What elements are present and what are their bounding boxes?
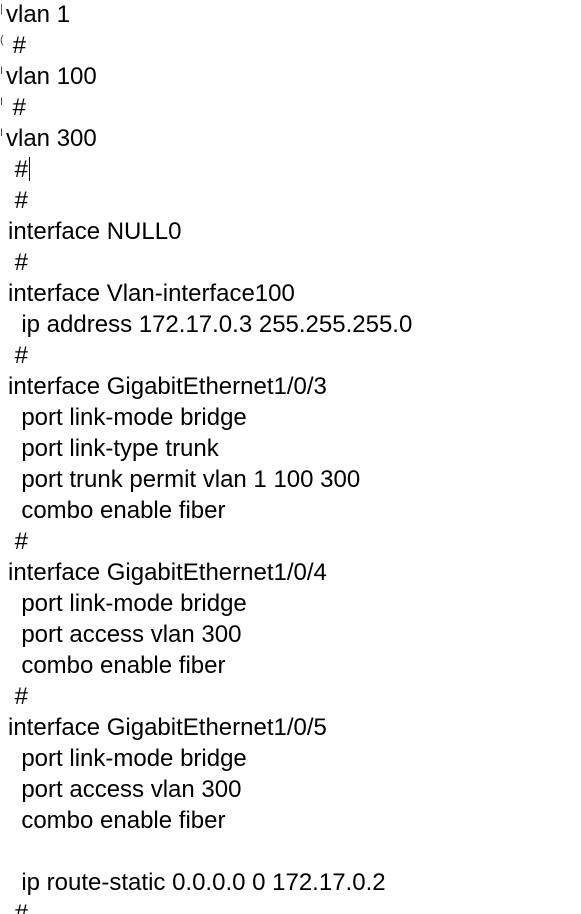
config-line: # (8, 249, 29, 276)
config-line: interface GigabitEthernet1/0/5 (8, 714, 327, 741)
config-line: # (8, 528, 29, 555)
config-line: port link-mode bridge (8, 745, 247, 772)
gutter-mark: I (0, 65, 4, 77)
config-line: port access vlan 300 (8, 621, 242, 648)
config-line: # (8, 156, 29, 183)
config-line: # (8, 683, 29, 710)
config-line: ip address 172.17.0.3 255.255.255.0 (8, 311, 413, 338)
config-line: vlan 300 (6, 125, 97, 152)
config-line: # (6, 94, 27, 121)
config-line: port access vlan 300 (8, 776, 242, 803)
gutter-mark: | (0, 3, 3, 15)
config-line: interface GigabitEthernet1/0/3 (8, 373, 327, 400)
config-line: port link-mode bridge (8, 590, 247, 617)
config-line: vlan 1 (6, 1, 71, 28)
config-line: port link-type trunk (8, 435, 219, 462)
gutter-mark: ( (0, 34, 4, 46)
config-line (0, 836, 581, 867)
config-line: ip route-static 0.0.0.0 0 172.17.0.2 (8, 869, 386, 896)
gutter-mark: I (0, 96, 4, 108)
config-line: combo enable fiber (8, 652, 226, 679)
config-line-with-caret: # (0, 154, 581, 185)
config-line: # (8, 187, 29, 214)
config-line: interface Vlan-interface100 (8, 280, 295, 307)
config-line: port link-mode bridge (8, 404, 247, 431)
left-gutter: | ( I I I (0, 0, 6, 914)
text-caret (29, 157, 31, 181)
config-line: combo enable fiber (8, 807, 226, 834)
config-line: vlan 100 (6, 63, 97, 90)
config-line: # (8, 900, 29, 914)
config-line: # (6, 32, 27, 59)
config-line: interface GigabitEthernet1/0/4 (8, 559, 327, 586)
gutter-mark: I (0, 127, 4, 139)
config-line: interface NULL0 (8, 218, 182, 245)
config-line: port trunk permit vlan 1 100 300 (8, 466, 361, 493)
config-line: # (8, 342, 29, 369)
config-line: combo enable fiber (8, 497, 226, 524)
